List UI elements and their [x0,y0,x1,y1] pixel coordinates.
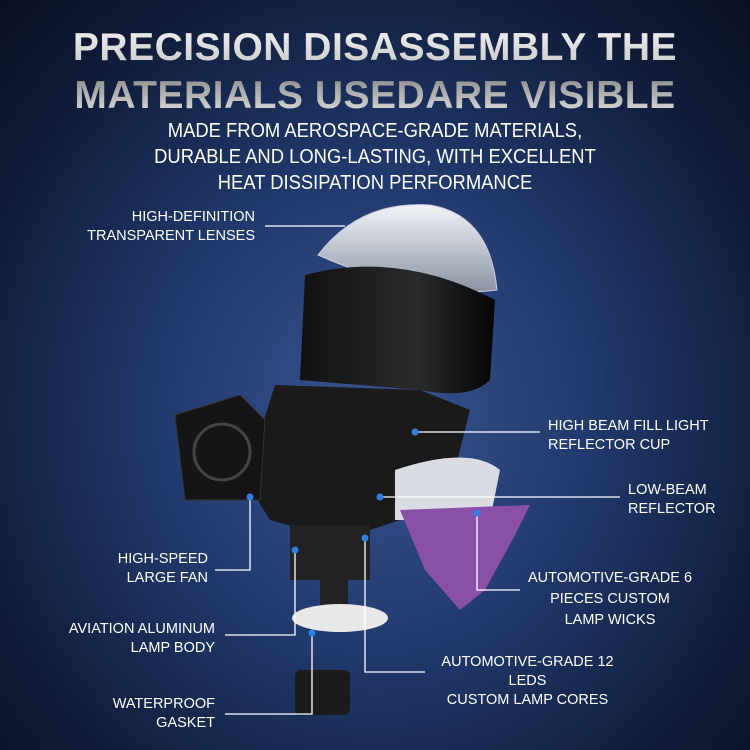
fan [174,394,266,501]
leader-lines [215,225,620,715]
subtitle: MADE FROM AEROSPACE-GRADE MATERIALS, DUR… [30,118,720,196]
subtitle-line: MADE FROM AEROSPACE-GRADE MATERIALS, [167,120,583,142]
fan-grille [192,422,252,482]
waterproof-cap [295,670,350,715]
gasket-ring [292,604,388,632]
marker-dots [246,428,481,637]
housing [300,266,495,394]
low-beam-reflector [395,457,500,520]
heat-sink [290,525,370,580]
lamp-wick [400,505,530,610]
subtitle-line: HEAT DISSIPATION PERFORMANCE [217,172,533,194]
subtitle-line: DURABLE AND LONG-LASTING, WITH EXCELLENT [154,146,596,168]
